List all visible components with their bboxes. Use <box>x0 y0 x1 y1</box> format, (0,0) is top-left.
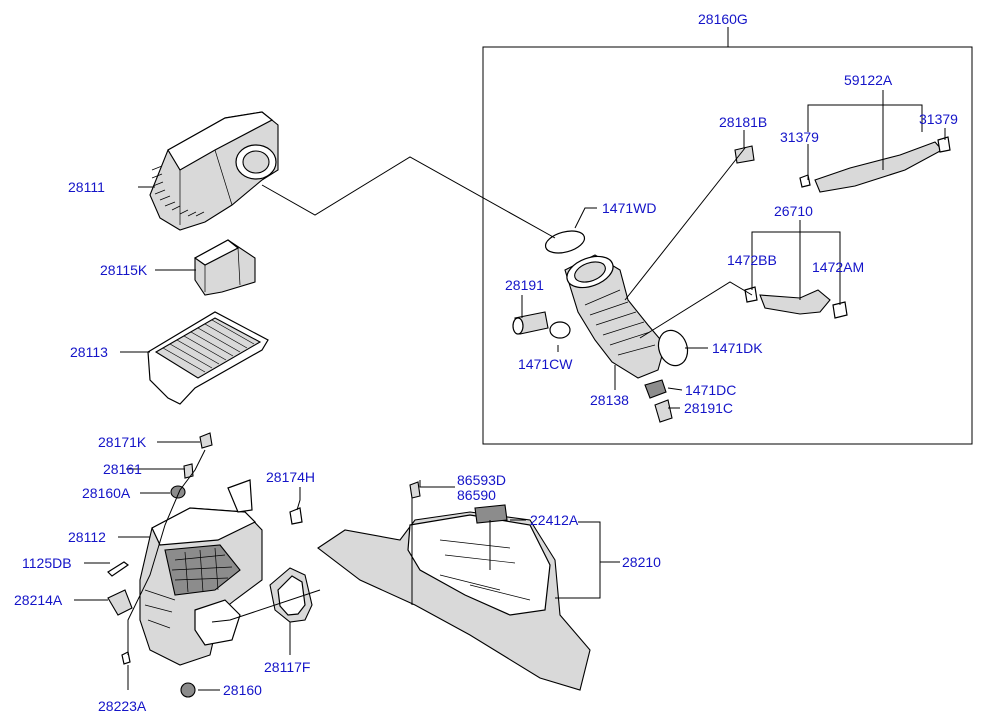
label-28160: 28160 <box>223 682 262 698</box>
label-1472BB: 1472BB <box>727 252 777 268</box>
label-28117F: 28117F <box>264 659 310 675</box>
label-28181B: 28181B <box>719 114 767 130</box>
label-28214A: 28214A <box>14 592 63 608</box>
label-1471DC: 1471DC <box>685 382 736 398</box>
label-28191: 28191 <box>505 277 544 293</box>
label-28191C: 28191C <box>684 400 733 416</box>
label-31379-right: 31379 <box>919 111 958 127</box>
label-59122A: 59122A <box>844 72 893 88</box>
engine-cover-plate <box>317 481 591 691</box>
label-28171K: 28171K <box>98 434 147 450</box>
label-28113: 28113 <box>70 344 108 360</box>
leader-lines <box>74 27 946 691</box>
label-26710: 26710 <box>774 203 813 219</box>
label-28112: 28112 <box>68 529 106 545</box>
fasteners-left <box>107 432 303 698</box>
label-1472AM: 1472AM <box>812 259 864 275</box>
label-28115K: 28115K <box>100 262 148 278</box>
label-28161: 28161 <box>103 461 142 477</box>
gasket-ring <box>269 567 313 623</box>
air-cleaner-lower-case <box>139 479 263 666</box>
label-31379-left: 31379 <box>780 129 819 145</box>
label-1125DB: 1125DB <box>22 555 72 571</box>
label-1471CW: 1471CW <box>518 356 573 372</box>
label-28223A: 28223A <box>98 698 147 714</box>
air-filter-element <box>147 311 269 405</box>
label-1471WD: 1471WD <box>602 200 656 216</box>
label-1471DK: 1471DK <box>712 340 763 356</box>
air-cleaner-cover <box>149 111 279 231</box>
label-86590: 86590 <box>457 487 496 503</box>
label-28160A: 28160A <box>82 485 131 501</box>
label-86593D: 86593D <box>457 472 506 488</box>
intake-hose <box>512 230 689 423</box>
label-28174H: 28174H <box>266 469 315 485</box>
label-28210: 28210 <box>622 554 661 570</box>
air-duct-small <box>193 239 256 296</box>
label-28111: 28111 <box>68 179 105 195</box>
label-28138: 28138 <box>590 392 629 408</box>
label-22412A: 22412A <box>530 512 579 528</box>
breather-hose-upper <box>734 136 951 193</box>
part-labels: 28160G 59122A 28181B 31379 31379 28111 1… <box>14 11 958 714</box>
breather-hose-lower <box>744 286 848 319</box>
label-28160G: 28160G <box>698 11 748 27</box>
